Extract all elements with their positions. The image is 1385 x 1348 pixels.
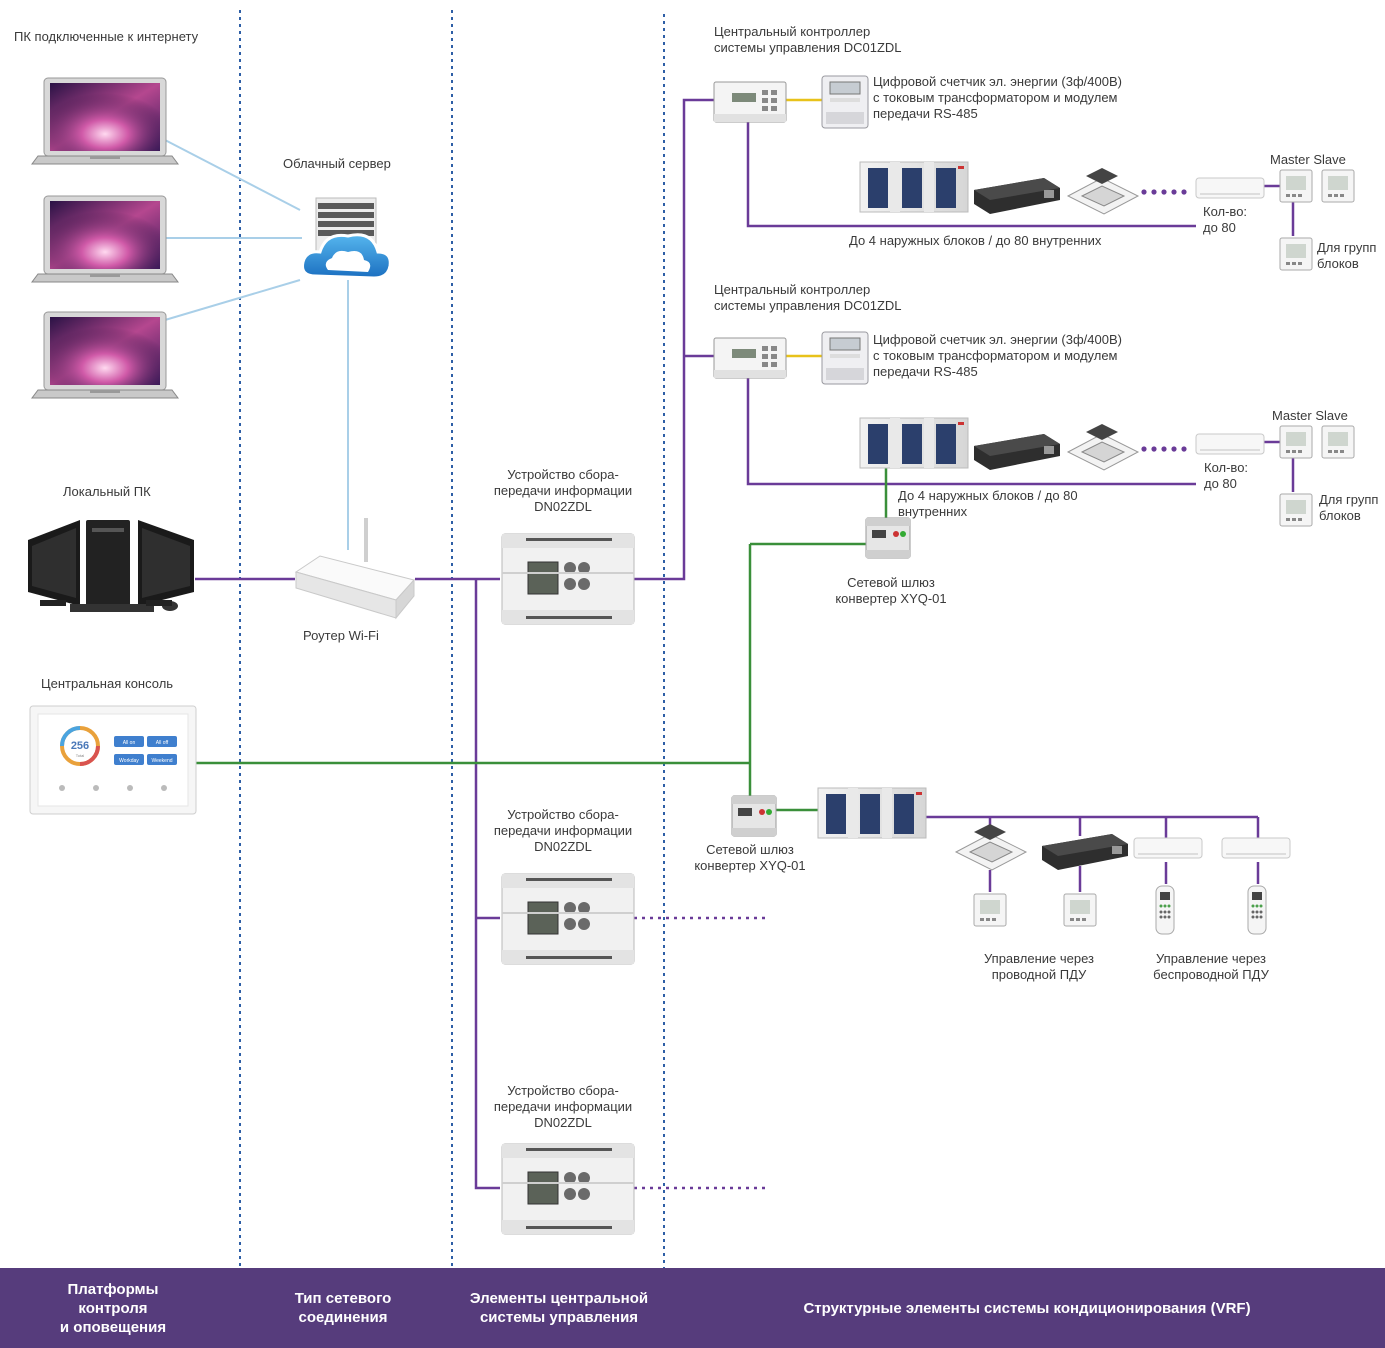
group-units-label: Для групп блоков — [1317, 240, 1377, 271]
ducted-unit-icon — [974, 434, 1060, 470]
cassette-unit-icon — [1067, 167, 1139, 215]
group2-label: До 4 наружных блоков / до 80 внутренних — [898, 488, 1078, 519]
wired-remote-icon — [1321, 425, 1355, 459]
energy-meter-icon — [821, 331, 869, 385]
console-value: 256 — [71, 740, 89, 752]
master-slave-label: Master Slave — [1272, 408, 1348, 423]
laptop-icon — [31, 311, 179, 399]
ducted-unit-icon — [1042, 834, 1128, 870]
footer-control-elements: Элементы центральной системы управления — [469, 1290, 649, 1326]
group-units-label: Для групп блоков — [1319, 492, 1379, 523]
wired-remote-icon — [1279, 169, 1313, 203]
internet-links — [164, 139, 349, 550]
wired-control-label: Управление через проводной ПДУ — [983, 951, 1095, 982]
purple-bus — [195, 98, 1295, 1190]
console-workday-label: Workday — [119, 758, 139, 764]
meter2-label: Цифровой счетчик эл. энергии (3ф/400В) с… — [873, 332, 1122, 379]
laptop-icon — [31, 195, 179, 283]
console-weekend-button[interactable] — [147, 754, 177, 765]
wired-remote-icon — [973, 893, 1007, 927]
central-console[interactable]: 256 Total All on All off Workday Weekend — [29, 705, 197, 815]
wired-remote-icon — [1279, 493, 1313, 527]
router-icon — [294, 518, 415, 620]
wired-remote-icon — [1279, 425, 1313, 459]
local-pc-label: Локальный ПК — [63, 484, 151, 499]
console-all-on-button[interactable] — [114, 736, 144, 747]
router-label: Роутер Wi-Fi — [303, 628, 379, 643]
wired-remote-icon — [1279, 237, 1313, 271]
local-pc-icon — [28, 520, 194, 612]
wall-unit-icon — [1195, 177, 1265, 199]
console-weekend-label: Weekend — [151, 758, 172, 764]
energy-meter-icon — [821, 75, 869, 129]
collector1-label: Устройство сбора- передачи информации DN… — [493, 467, 633, 514]
outdoor-unit-icon — [817, 787, 927, 839]
console-sub: Total — [76, 753, 85, 758]
gateway-icon — [865, 517, 911, 559]
footer-vrf-elements: Структурные элементы системы кондиционир… — [803, 1299, 1251, 1317]
footer-bar: Платформы контроля и оповещения Тип сете… — [0, 1268, 1385, 1348]
console-all-off-label: All off — [156, 740, 169, 746]
gateway1-label: Сетевой шлюз конвертер XYQ-01 — [835, 575, 947, 606]
pc-internet-label: ПК подключенные к интернету — [14, 29, 199, 44]
collector-device-icon — [501, 873, 635, 965]
footer-network-type: Тип сетевого соединения — [294, 1290, 392, 1326]
quantity-label: Кол-во: до 80 — [1204, 460, 1249, 491]
central-controller-icon — [713, 337, 787, 379]
wall-unit-icon — [1133, 837, 1203, 859]
ducted-unit-icon — [974, 178, 1060, 214]
console-workday-button[interactable] — [114, 754, 144, 765]
outdoor-unit-icon — [859, 417, 969, 469]
quantity-label: Кол-во: до 80 — [1203, 204, 1248, 235]
meter1-label: Цифровой счетчик эл. энергии (3ф/400В) с… — [873, 74, 1122, 121]
gateway2-label: Сетевой шлюз конвертер XYQ-01 — [694, 842, 806, 873]
controller1-label: Центральный контроллер системы управлени… — [714, 24, 902, 55]
cloud-server-label: Облачный сервер — [283, 156, 391, 171]
group1-label: До 4 наружных блоков / до 80 внутренних — [849, 233, 1102, 248]
wired-remote-icon — [1321, 169, 1355, 203]
gateway-icon — [731, 795, 777, 837]
wall-unit-icon — [1221, 837, 1291, 859]
console-all-off-button[interactable] — [147, 736, 177, 747]
wired-remote-icon — [1063, 893, 1097, 927]
controller2-label: Центральный контроллер системы управлени… — [714, 282, 902, 313]
cassette-unit-icon — [1067, 423, 1139, 471]
collector3-label: Устройство сбора- передачи информации DN… — [493, 1083, 633, 1130]
column-dividers — [239, 10, 665, 1268]
central-controller-icon — [713, 81, 787, 123]
network-diagram: 256 Total All on All off Workday Weekend — [28, 10, 1355, 1268]
collector-device-icon — [501, 533, 635, 625]
wireless-remote-icon — [1155, 885, 1175, 935]
yellow-links — [786, 98, 822, 358]
wall-unit-icon — [1195, 433, 1265, 455]
central-console-label: Центральная консоль — [41, 676, 174, 691]
purple-dotted — [634, 916, 770, 1190]
laptop-icon — [31, 77, 179, 165]
footer-platforms: Платформы контроля и оповещения — [59, 1280, 167, 1336]
outdoor-unit-icon — [859, 161, 969, 213]
purple-dots — [1141, 189, 1187, 452]
cloud-server-icon — [301, 197, 392, 280]
collector-device-icon — [501, 1143, 635, 1235]
cassette-unit-icon — [955, 823, 1027, 871]
wireless-remote-icon — [1247, 885, 1267, 935]
collector2-label: Устройство сбора- передачи информации DN… — [493, 807, 633, 854]
console-all-on-label: All on — [123, 740, 136, 746]
wireless-control-label: Управление через беспроводной ПДУ — [1153, 951, 1269, 982]
master-slave-label: Master Slave — [1270, 152, 1346, 167]
